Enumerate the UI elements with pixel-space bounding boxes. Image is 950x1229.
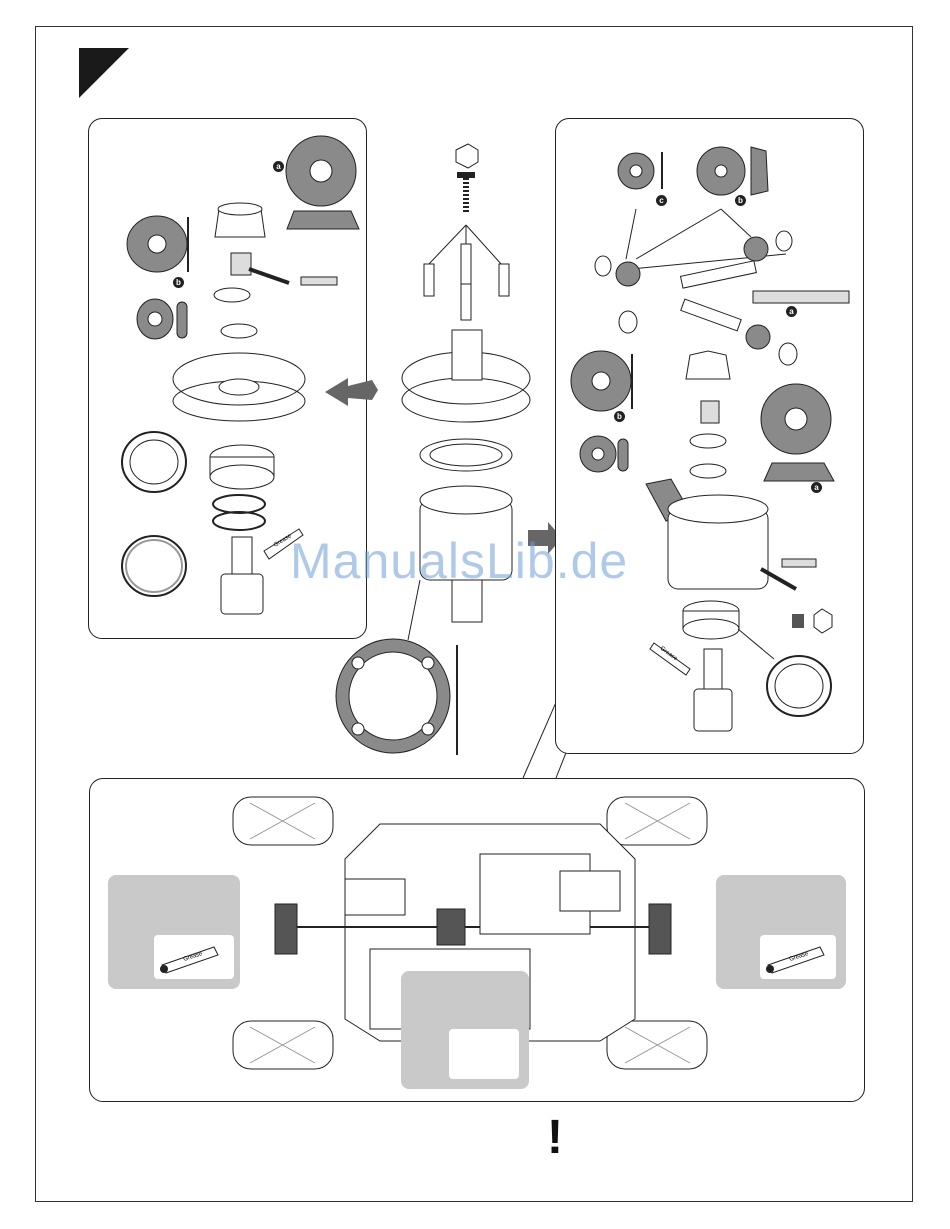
thrust-washer-icon	[618, 152, 662, 189]
washer-icon	[127, 216, 188, 272]
large-bevel-gear-icon	[286, 136, 359, 229]
right-panel-drawing: Grease	[556, 119, 865, 755]
part-label-c: c	[656, 195, 667, 206]
part-label-a: a	[273, 161, 284, 172]
hex-nut-icon-right	[814, 609, 832, 633]
ring-gear-icon	[173, 353, 305, 421]
pinion-gear-icon	[215, 203, 265, 237]
outdrive-icon	[221, 537, 263, 614]
part-label-a-bottom: a	[811, 482, 822, 493]
bearing-icon	[210, 445, 274, 489]
rear-grease-box: Grease	[760, 935, 836, 979]
differential-exploded-right-panel: Grease c b a b a	[555, 118, 864, 754]
part-label-a-shaft: a	[786, 306, 797, 317]
watermark-text: ManualsLib.de	[290, 532, 628, 590]
gasket-icon	[122, 536, 186, 596]
part-label-b-mid: b	[614, 411, 625, 422]
seal-ring-icon	[122, 432, 186, 492]
part-label-b: b	[173, 277, 184, 288]
front-grease-box: Grease	[154, 935, 234, 979]
pin-icon	[231, 253, 337, 285]
step-corner-tab	[79, 48, 129, 98]
grease-tube-icon-right	[650, 643, 690, 675]
chassis-overview-panel: Grease Grease	[89, 778, 865, 1102]
spider-gear-icon	[697, 147, 768, 195]
warning-icon: !	[547, 1114, 563, 1162]
part-label-b-top: b	[735, 195, 746, 206]
oring-icon	[137, 299, 187, 339]
center-info-box	[449, 1029, 519, 1079]
